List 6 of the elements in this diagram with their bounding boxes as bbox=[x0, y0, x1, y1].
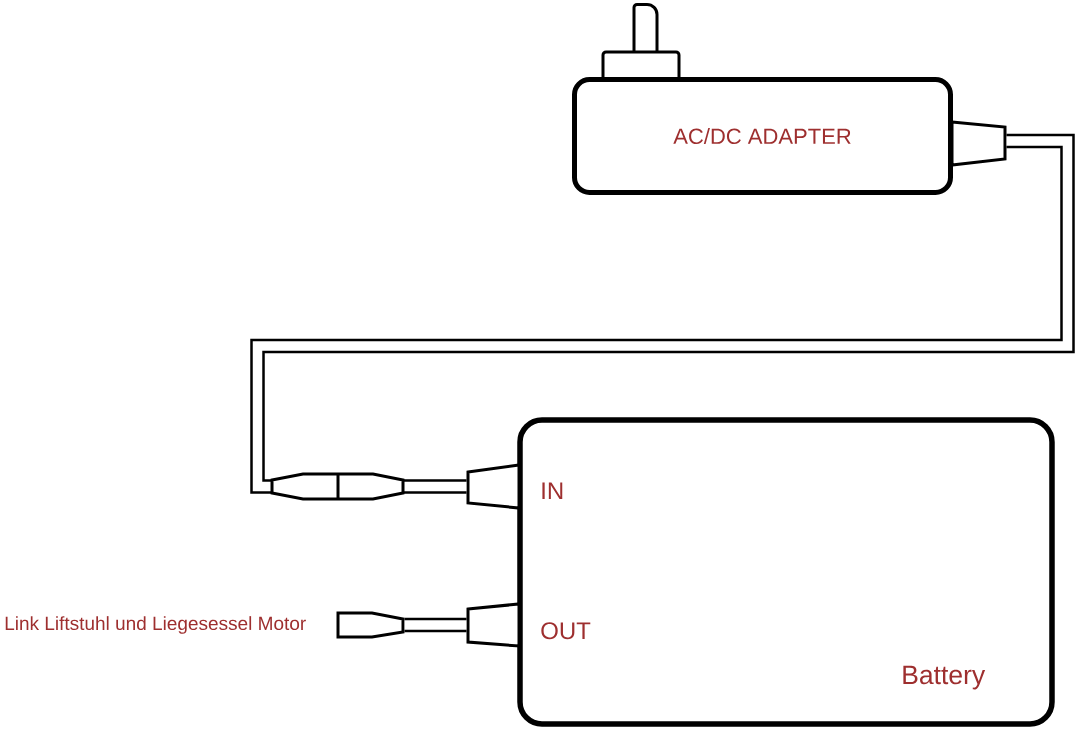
cable-label: Link Liftstuhl und Liegesessel Motor bbox=[5, 616, 306, 634]
port-label: IN bbox=[542, 482, 563, 499]
cable bbox=[404, 617, 467, 633]
port-label: OUT bbox=[541, 622, 591, 640]
adapter-box: AC/DC ADAPTER bbox=[572, 77, 953, 195]
cable bbox=[250, 133, 1075, 494]
